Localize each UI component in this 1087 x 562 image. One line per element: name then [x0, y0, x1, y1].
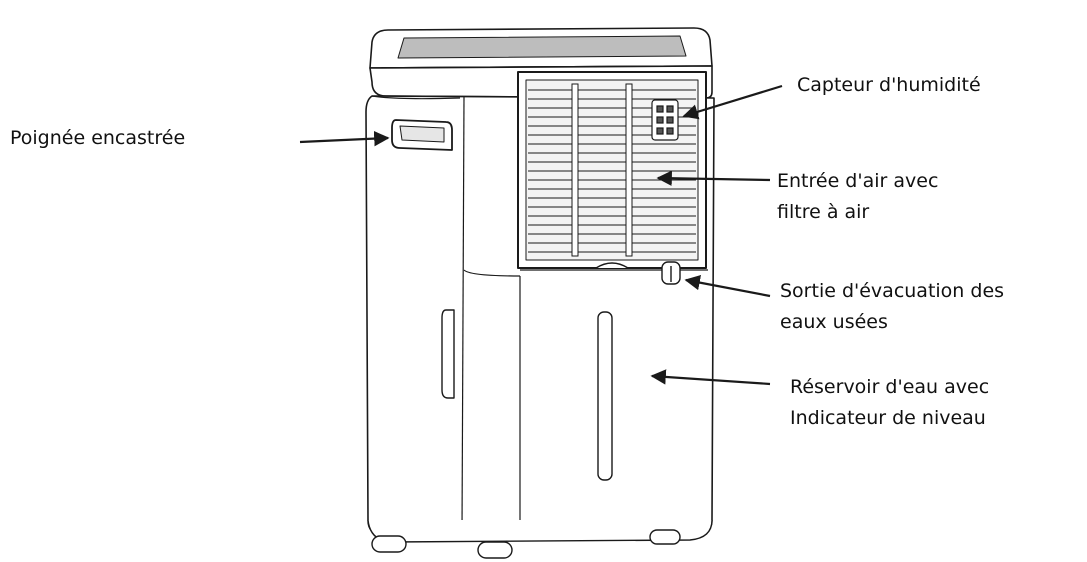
wheel-left [371, 535, 407, 553]
arrow-intake [656, 170, 771, 186]
grille-divider [625, 83, 633, 257]
base [367, 519, 713, 559]
label-drain-outlet-line-2: eaux usées [780, 311, 888, 333]
grille-slats [528, 83, 696, 257]
water-level-window [597, 311, 613, 481]
drain-outlet [661, 261, 681, 285]
arrow-drain [684, 275, 771, 298]
grille-divider [571, 83, 579, 257]
label-water-tank-line-1: Réservoir d'eau avec [790, 376, 990, 398]
arrow-handle [299, 130, 390, 147]
humidity-sensor [651, 99, 679, 141]
label-humidity-sensor: Capteur d'humidité [797, 70, 981, 101]
label-drain-outlet: Sortie d'évacuation des eaux usées [780, 276, 1004, 338]
label-water-tank-line-2: Indicateur de niveau [790, 407, 986, 429]
arrow-tank [650, 369, 771, 386]
tank-side-handle [441, 309, 455, 399]
top-vent [397, 35, 687, 59]
label-water-tank: Réservoir d'eau avec Indicateur de nivea… [790, 372, 989, 434]
label-recessed-handle: Poignée encastrée [10, 123, 185, 154]
label-air-intake: Entrée d'air avec filtre à air [777, 166, 938, 228]
label-drain-outlet-line-1: Sortie d'évacuation des [780, 280, 1005, 302]
label-recessed-handle-line-1: Poignée encastrée [10, 127, 186, 149]
arrow-sensor [682, 84, 783, 120]
wheel-center [477, 541, 513, 559]
label-air-intake-line-1: Entrée d'air avec [777, 170, 939, 192]
label-air-intake-line-2: filtre à air [777, 201, 870, 223]
label-humidity-sensor-line-1: Capteur d'humidité [797, 74, 981, 96]
wheel-right [649, 529, 681, 545]
